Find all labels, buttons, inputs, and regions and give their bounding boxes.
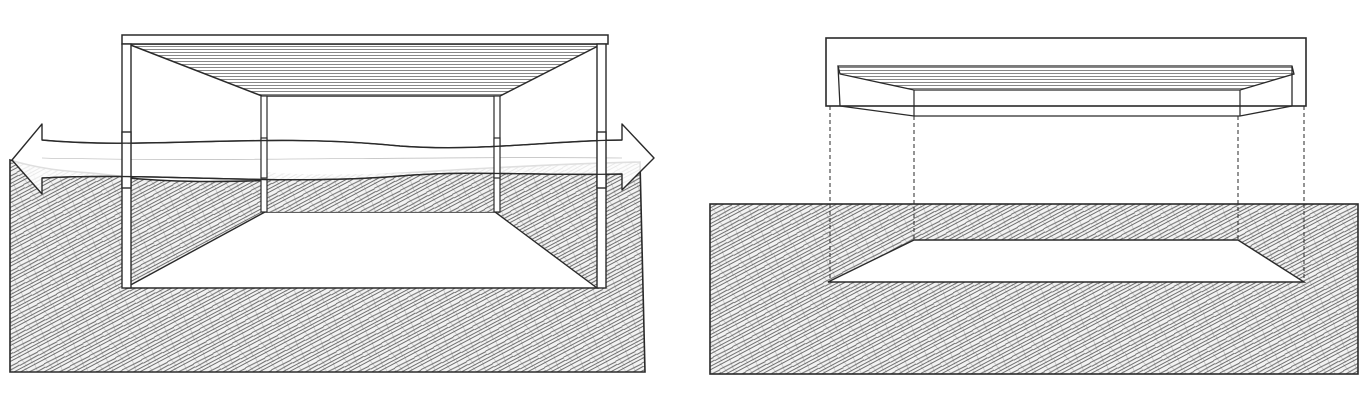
roof-left bbox=[128, 44, 602, 96]
sketch-right bbox=[710, 38, 1358, 374]
ground-right bbox=[710, 204, 1358, 374]
roof-edge-left bbox=[122, 35, 608, 44]
sketch-left bbox=[10, 35, 654, 372]
roof-right bbox=[838, 66, 1294, 90]
